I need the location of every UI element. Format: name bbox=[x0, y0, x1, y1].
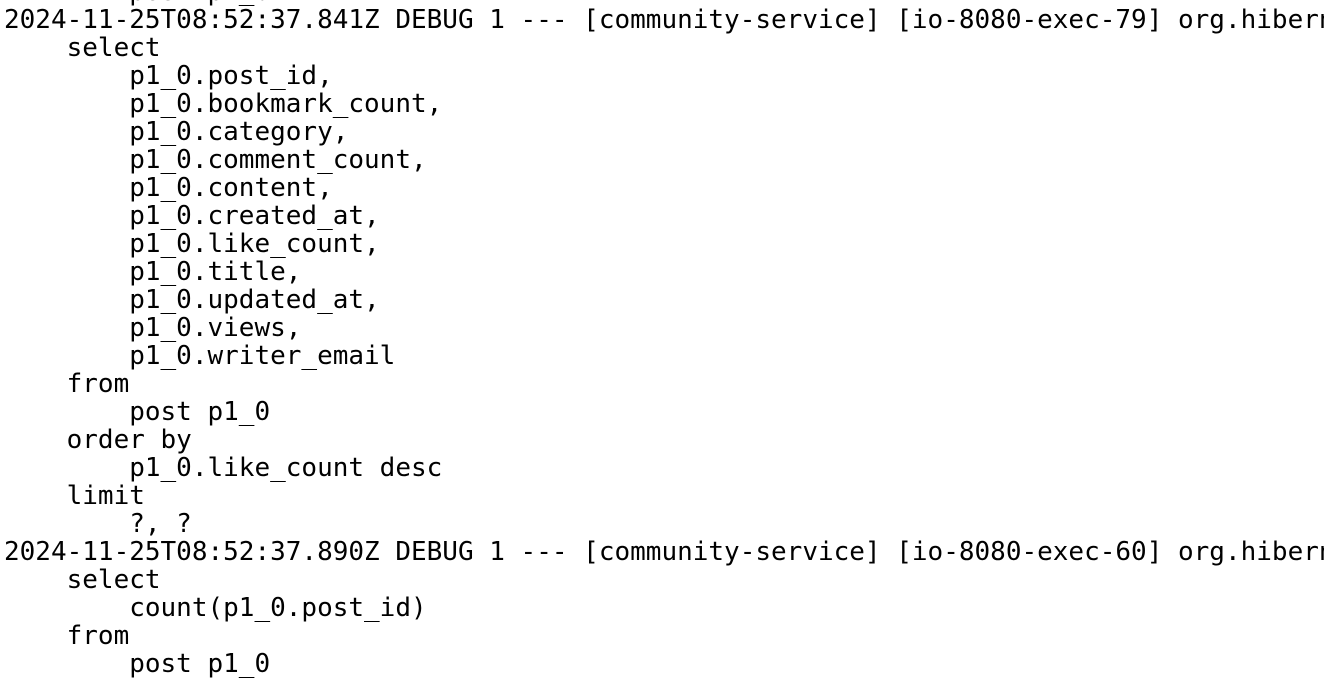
sql-statement-line: p1_0.updated_at, bbox=[4, 285, 380, 315]
sql-statement-line: p1_0.created_at, bbox=[4, 201, 380, 231]
sql-statement-line: p1_0.post_id, bbox=[4, 61, 333, 91]
sql-statement-line: p1_0.content, bbox=[4, 173, 333, 203]
sql-statement-line: select bbox=[4, 565, 161, 595]
sql-statement-line: p1_0.title, bbox=[4, 257, 302, 287]
sql-statement-line: p1_0.views, bbox=[4, 313, 302, 343]
sql-statement-line: post p1_0 bbox=[4, 649, 271, 679]
sql-statement-line: limit bbox=[4, 481, 145, 511]
log-entry-header: 2024-11-25T08:52:37.890Z DEBUG 1 --- [co… bbox=[4, 537, 1324, 567]
log-entry-header: 2024-11-25T08:52:37.841Z DEBUG 1 --- [co… bbox=[4, 5, 1324, 35]
sql-statement-line: p1_0.like_count, bbox=[4, 229, 380, 259]
sql-statement-line: p1_0.bookmark_count, bbox=[4, 89, 443, 119]
sql-statement-line: post p1_0 bbox=[4, 397, 271, 427]
sql-statement-line: from bbox=[4, 369, 130, 399]
sql-statement-line: p1_0.category, bbox=[4, 117, 349, 147]
sql-statement-line: order by bbox=[4, 425, 192, 455]
sql-statement-line: select bbox=[4, 33, 161, 63]
sql-statement-line: post p1_0 bbox=[0, 0, 1324, 6]
sql-statement-line: p1_0.like_count desc bbox=[4, 453, 443, 483]
sql-statement-line: ?, ? bbox=[4, 509, 192, 539]
sql-statement-line: count(p1_0.post_id) bbox=[4, 593, 427, 623]
sql-statement-line: p1_0.writer_email bbox=[4, 341, 396, 371]
sql-statement-line: p1_0.comment_count, bbox=[4, 145, 427, 175]
sql-statement-line: from bbox=[4, 621, 130, 651]
